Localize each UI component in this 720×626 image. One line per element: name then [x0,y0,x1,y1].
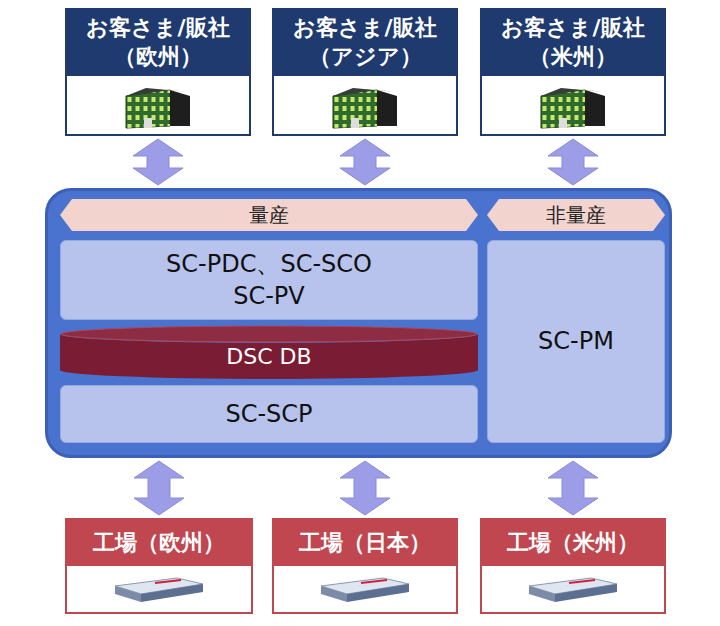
double-arrow [340,461,390,515]
band-outline [60,199,478,231]
system-box: SC-PDC、SC-SCO SC-PV [60,240,478,320]
system-panel: 量産 非量産 SC-PDC、SC-SCO SC-PV DSC DB SC-SCP SC-P… [45,188,672,458]
building-icons [126,88,605,128]
customer-box: お客さま/販社 （アジア） [272,8,458,136]
database-cylinder: DSC DB [60,325,478,379]
band-outline [487,199,665,231]
category-band: 量産 [60,199,478,231]
building-icon [126,88,190,128]
double-arrow [548,461,598,515]
header-text: お客さま/販社 （欧州） [67,10,249,76]
header-text: 工場（日本） [274,520,456,566]
header-text: お客さま/販社 （米州） [482,10,664,76]
device-icon [321,578,409,602]
node-label: SC-PM [532,325,620,357]
header-text: 工場（欧州） [67,520,251,566]
double-arrow [133,139,183,185]
double-arrow [548,139,598,185]
double-arrow [134,461,184,515]
factory-box: 工場（米州） [480,518,666,614]
factory-box: 工場（日本） [272,518,458,614]
system-box: SC-SCP [60,385,478,443]
cylinder-top [61,326,477,342]
category-band: 非量産 [487,199,665,231]
building-icon [541,88,605,128]
device-icons [115,578,617,602]
device-icon [529,578,617,602]
node-label: SC-PDC、SC-SCO SC-PV [144,248,394,313]
header-text: 工場（米州） [482,520,664,566]
customer-box: お客さま/販社 （欧州） [65,8,251,136]
header-text: お客さま/販社 （アジア） [274,10,456,76]
factory-box: 工場（欧州） [65,518,253,614]
building-icon [333,88,397,128]
node-label: 非量産 [546,202,606,229]
node-label: DSC DB [226,336,311,369]
double-arrow [340,139,390,185]
customer-box: お客さま/販社 （米州） [480,8,666,136]
device-icon [115,578,203,602]
node-label: SC-SCP [219,398,318,430]
system-box: SC-PM [487,240,665,443]
node-label: 量産 [249,202,289,229]
